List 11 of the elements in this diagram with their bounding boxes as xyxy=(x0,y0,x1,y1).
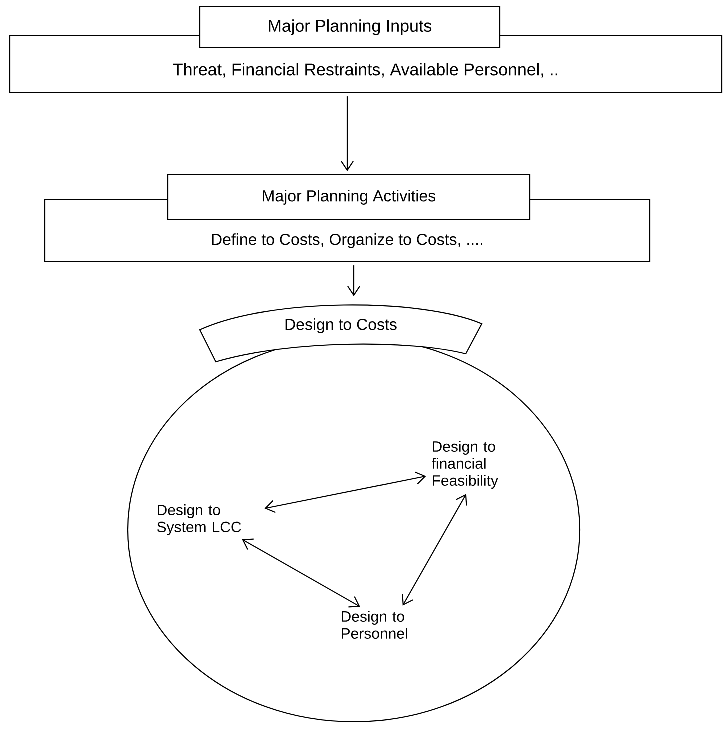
arrow xyxy=(402,494,468,606)
arrow xyxy=(341,96,354,172)
arrow xyxy=(264,472,426,514)
heading-tab: Major Planning Activities xyxy=(167,174,531,221)
node-label: Design to Personnel xyxy=(342,611,408,639)
banner: Design to Costs xyxy=(199,304,483,363)
arrow xyxy=(348,266,360,296)
node-label: Design to financial Feasibility xyxy=(432,441,498,489)
arrow xyxy=(242,538,360,608)
heading-tab: Major Planning Inputs xyxy=(199,6,501,49)
node-label: Design to System LCC xyxy=(157,504,242,536)
